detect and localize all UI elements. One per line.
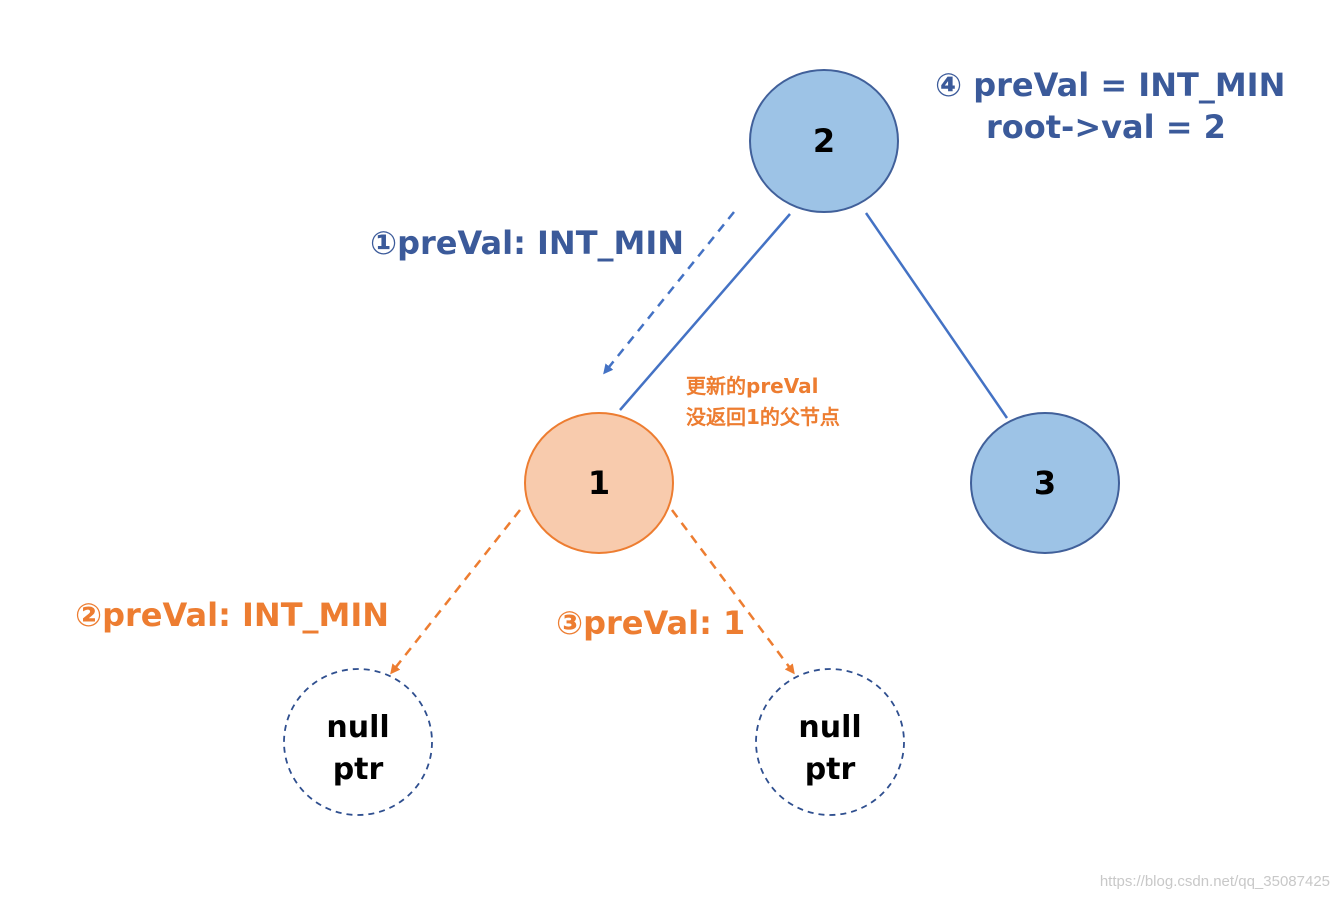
annotation-step1: ①preVal: INT_MIN <box>370 224 684 262</box>
traversal-arrow-left-to-null-right <box>670 509 795 675</box>
null-node-right: null ptr <box>755 668 905 816</box>
null-node-left: null ptr <box>283 668 433 816</box>
node-right-label: 3 <box>1034 464 1056 502</box>
watermark-text: https://blog.csdn.net/qq_35087425 <box>1100 873 1330 890</box>
null-left-line2: ptr <box>333 752 384 787</box>
annotation-note-line2: 没返回1的父节点 <box>686 405 840 429</box>
tree-node-left: 1 <box>524 412 674 554</box>
null-right-line2: ptr <box>805 752 856 787</box>
traversal-arrow-root-to-left <box>603 211 735 375</box>
annotation-step3: ③preVal: 1 <box>556 604 745 642</box>
annotation-step2: ②preVal: INT_MIN <box>75 596 389 634</box>
annotation-step4-line1: ④ preVal = INT_MIN <box>935 66 1285 104</box>
node-root-label: 2 <box>813 122 835 160</box>
annotation-step4-line2: root->val = 2 <box>986 108 1226 146</box>
null-right-line1: null <box>798 710 861 745</box>
tree-node-right: 3 <box>970 412 1120 554</box>
null-left-line1: null <box>326 710 389 745</box>
annotation-note-line1: 更新的preVal <box>686 374 818 398</box>
traversal-arrow-left-to-null-left <box>390 509 521 675</box>
edge-root-left <box>619 213 791 411</box>
node-left-label: 1 <box>588 464 610 502</box>
tree-node-root: 2 <box>749 69 899 213</box>
edge-root-right <box>864 212 1009 419</box>
